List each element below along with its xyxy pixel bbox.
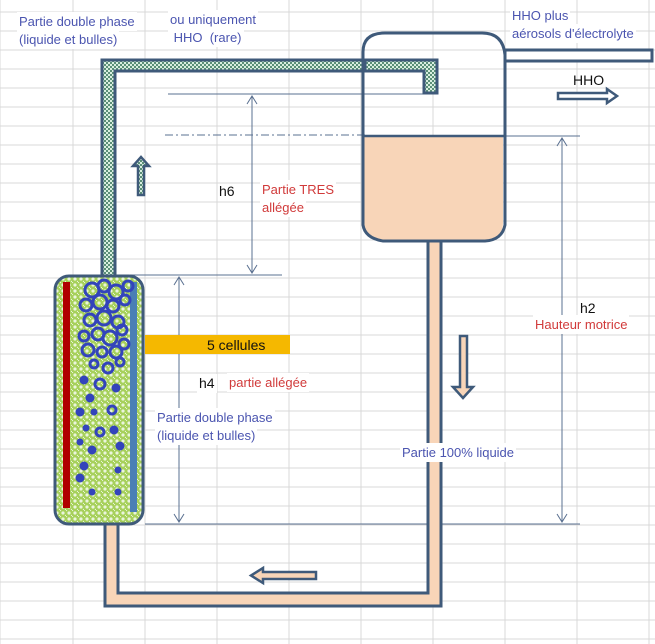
label-top-left-line1: Partie double phase — [17, 12, 137, 31]
bubble — [101, 361, 115, 375]
label-top-left-line2: (liquide et bulles) — [17, 30, 120, 49]
label-top-mid-line2: HHO (rare) — [168, 28, 244, 47]
bubble — [90, 408, 98, 416]
label-tres-allegee-line2: allégée — [260, 198, 306, 217]
separator-tank — [361, 31, 654, 243]
bubble — [117, 337, 131, 351]
label-top-right-line1: HHO plus — [510, 6, 571, 25]
flow-arrow-down — [450, 334, 476, 400]
bubble — [82, 424, 90, 432]
label-mid-double-line1: Partie double phase — [155, 408, 275, 427]
bubble — [77, 329, 91, 343]
label-liquid-part: Partie 100% liquide — [400, 443, 517, 462]
bubble — [87, 445, 97, 455]
electrode-blue — [130, 282, 137, 512]
bubble — [94, 426, 106, 438]
label-top-right-line2: aérosols d'électrolyte — [510, 24, 636, 43]
label-h6: h6 — [219, 183, 235, 199]
bubble — [114, 488, 122, 496]
bubble — [121, 279, 135, 293]
bubble — [107, 283, 125, 301]
flow-arrow-up — [130, 155, 152, 197]
bubble — [85, 393, 95, 403]
bubble — [75, 407, 85, 417]
bubble — [108, 344, 124, 360]
bubble — [115, 323, 129, 337]
electrode-red — [63, 282, 70, 508]
bubble — [79, 461, 89, 471]
cells-banner — [145, 335, 290, 354]
label-cells: 5 cellules — [207, 337, 266, 353]
bubble — [88, 358, 100, 370]
bubble — [111, 383, 121, 393]
bubble — [109, 425, 119, 435]
label-mid-double-line2: (liquide et bulles) — [155, 426, 258, 445]
bubble — [95, 309, 113, 327]
label-hho-output: HHO — [573, 72, 605, 88]
bubble — [101, 329, 119, 347]
bubble — [105, 298, 121, 314]
hho-outlet-pipe — [503, 48, 654, 63]
label-h4: h4 — [197, 374, 217, 393]
bubble — [78, 297, 94, 313]
bubble — [95, 345, 109, 359]
bubble — [114, 356, 126, 368]
bubble — [115, 441, 125, 451]
bubble — [79, 375, 89, 385]
bubble — [118, 293, 132, 307]
bubble — [80, 342, 96, 358]
label-hauteur-motrice: Hauteur motrice — [533, 315, 630, 334]
bubbles — [75, 278, 135, 496]
label-h2: h2 — [580, 300, 596, 316]
bubble — [114, 466, 122, 474]
bubble — [75, 473, 85, 483]
label-partie-allegee: partie allégée — [227, 373, 310, 392]
bubble — [76, 438, 84, 446]
label-top-mid-line1: ou uniquement — [168, 10, 259, 29]
electrolysis-cell — [53, 274, 145, 526]
bubble — [106, 404, 118, 416]
flow-arrow-left — [248, 565, 318, 586]
bubble — [88, 488, 96, 496]
label-tres-allegee-line1: Partie TRES — [260, 180, 337, 199]
hho-output-arrow — [556, 86, 620, 106]
bubble — [93, 377, 107, 391]
